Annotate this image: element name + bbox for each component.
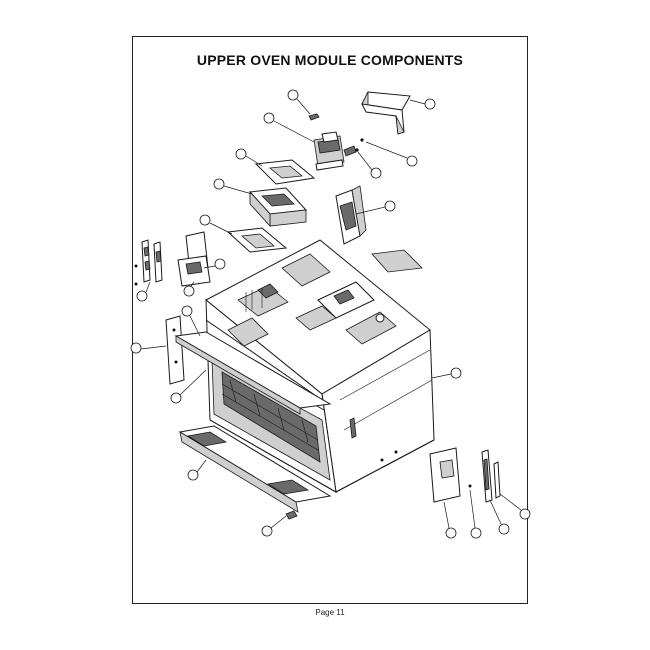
knob-part bbox=[285, 510, 298, 520]
latch-assembly bbox=[134, 239, 163, 286]
pin-part bbox=[360, 138, 364, 142]
front-grille-panel bbox=[178, 425, 332, 513]
hinge-plate-left bbox=[165, 315, 185, 385]
control-board-bracket bbox=[177, 231, 211, 287]
page-border bbox=[132, 36, 528, 604]
page-title: UPPER OVEN MODULE COMPONENTS bbox=[196, 52, 464, 68]
transformer-part bbox=[313, 131, 357, 171]
screw-part bbox=[308, 113, 320, 121]
tray-part bbox=[248, 187, 308, 228]
gasket-plate-middle bbox=[226, 227, 288, 253]
door-hinge-part bbox=[493, 461, 501, 499]
door-strip-part bbox=[481, 449, 493, 503]
callout-markers bbox=[130, 89, 531, 539]
mounting-bracket bbox=[335, 185, 367, 245]
front-trim-rail bbox=[174, 331, 332, 415]
pin-part bbox=[468, 484, 472, 488]
gasket-plate-upper bbox=[254, 159, 316, 185]
page-number: Page 11 bbox=[315, 608, 345, 617]
top-cover-bracket bbox=[361, 91, 411, 135]
insulation-panel bbox=[371, 249, 423, 273]
door-side-panel bbox=[429, 447, 461, 503]
oven-chassis bbox=[205, 239, 435, 493]
pin-part bbox=[355, 148, 359, 152]
